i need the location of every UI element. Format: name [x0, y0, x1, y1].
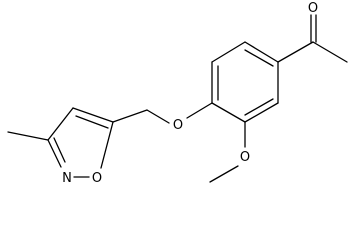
- bond-isoxazole-methyl: [7, 131, 49, 141]
- bond-benzene-5-inner: [244, 98, 274, 116]
- bond-isoxazole-c3-n-inner: [53, 137, 66, 163]
- atom-label-carbonyl-o: O: [308, 1, 318, 16]
- bond-benzene-4: [211, 102, 246, 123]
- bond-isoxazole-c5-c4: [72, 107, 114, 123]
- atom-labels: O O O N O: [62, 1, 318, 186]
- atom-label-methoxy-o: O: [240, 150, 250, 165]
- bond-methoxy-o-methyl: [209, 165, 239, 183]
- bond-ring-ether-o: [186, 102, 213, 119]
- bond-isoxazole-c4-c3: [47, 107, 74, 141]
- bond-ether-o-ch2: [146, 109, 170, 124]
- bond-ch2-isoxazole: [112, 109, 148, 123]
- bond-ring-acetyl: [277, 41, 314, 63]
- bond-benzene-1-inner: [244, 49, 274, 67]
- atom-label-isoxazole-n: N: [62, 171, 72, 186]
- bond-benzene-1: [244, 41, 279, 63]
- bond-group: [7, 14, 348, 183]
- bond-acetyl-methyl: [312, 41, 348, 63]
- bond-isoxazole-c3-n: [47, 139, 62, 168]
- structural-formula: O O O N O: [7, 1, 348, 186]
- bond-isoxazole-o-c5: [100, 121, 114, 169]
- atom-label-ether-o: O: [173, 118, 183, 133]
- bond-benzene-2: [211, 41, 246, 63]
- atom-label-isoxazole-o: O: [92, 171, 102, 186]
- bond-isoxazole-c5-c4-inner: [75, 115, 109, 129]
- bond-benzene-5: [244, 102, 279, 123]
